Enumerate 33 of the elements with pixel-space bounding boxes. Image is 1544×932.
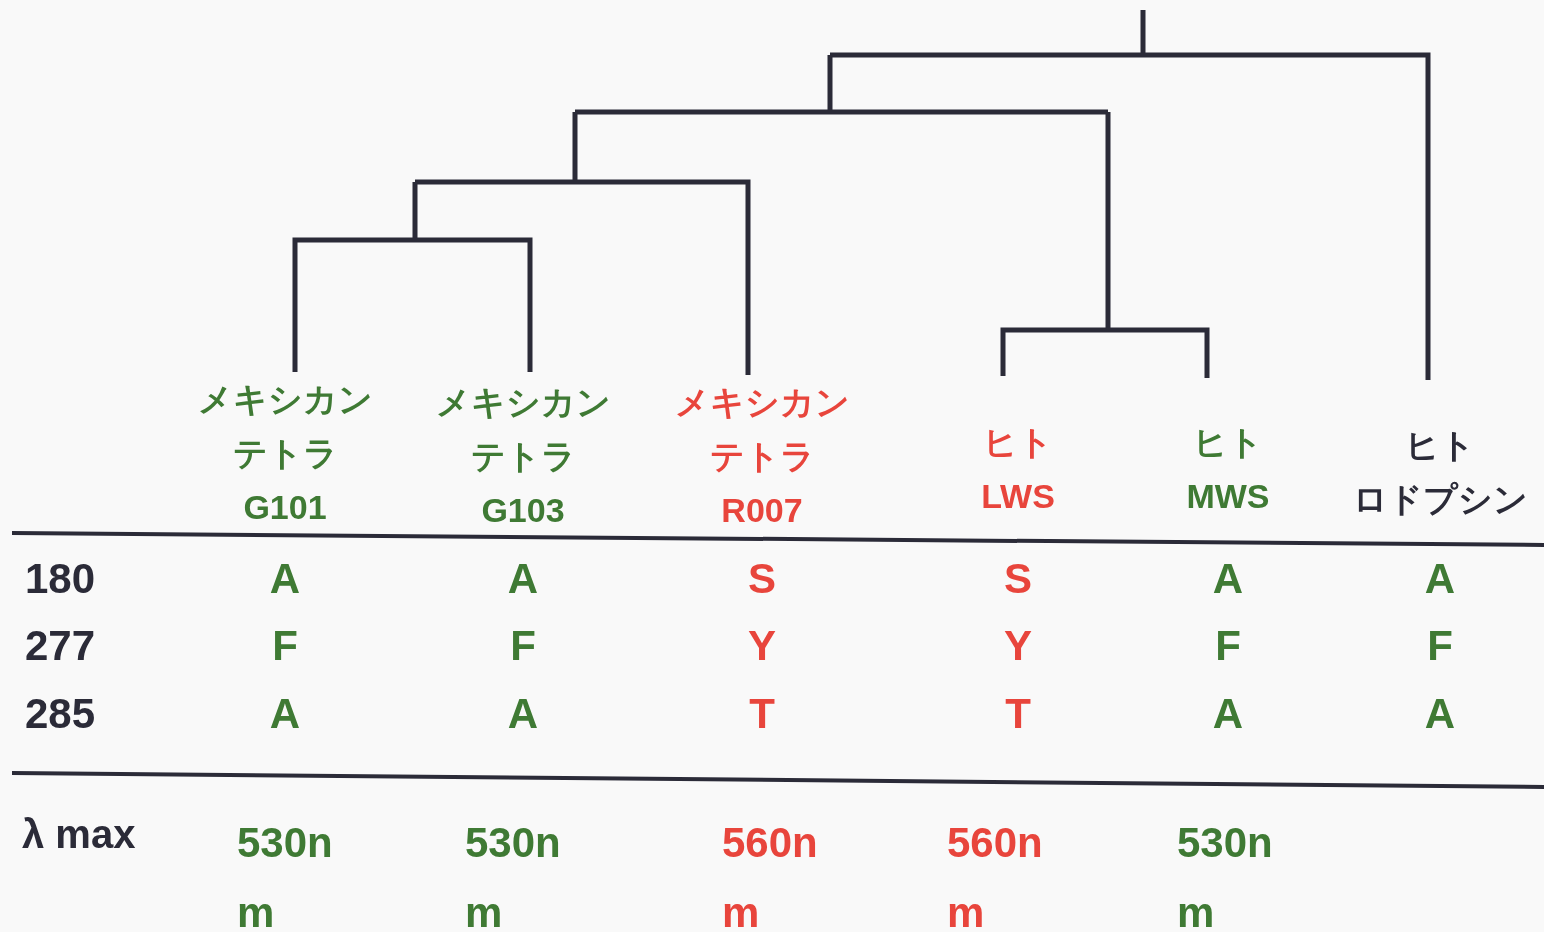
amino-acid: A: [268, 555, 302, 603]
wavelength-value: 530nm: [237, 818, 334, 932]
amino-acid: S: [1003, 555, 1033, 603]
wavelength-value: 560nm: [947, 818, 1044, 932]
residue-position: 285: [25, 690, 97, 738]
amino-acid: S: [747, 555, 777, 603]
amino-acid: A: [1211, 690, 1245, 738]
amino-acid: Y: [747, 622, 777, 670]
amino-acid: F: [1214, 622, 1242, 670]
amino-acid: A: [506, 690, 540, 738]
residue-position: 180: [25, 555, 97, 603]
amino-acid: A: [268, 690, 302, 738]
wavelength-value: 530nm: [1177, 818, 1274, 932]
species-label: ヒト LWS: [980, 422, 1056, 517]
wavelength-value: 530nm: [465, 818, 562, 932]
amino-acid: A: [1423, 690, 1457, 738]
species-label: メキシカンテトラ R007: [673, 382, 851, 531]
amino-acid: T: [1004, 690, 1032, 738]
amino-acid: F: [1426, 622, 1454, 670]
wavelength-value: 560nm: [722, 818, 819, 932]
amino-acid: Y: [1003, 622, 1033, 670]
species-label: ヒトロドプシン: [1351, 425, 1529, 520]
amino-acid: T: [748, 690, 776, 738]
amino-acid: A: [506, 555, 540, 603]
amino-acid: F: [271, 622, 299, 670]
amino-acid: A: [1423, 555, 1457, 603]
amino-acid: F: [509, 622, 537, 670]
residue-position: 277: [25, 622, 97, 670]
species-label: メキシカンテトラ G101: [196, 379, 374, 528]
species-label: ヒト MWS: [1185, 422, 1271, 517]
lambda-max-heading: λ max: [22, 812, 137, 857]
amino-acid: A: [1211, 555, 1245, 603]
species-label: メキシカンテトラ G103: [434, 382, 612, 531]
